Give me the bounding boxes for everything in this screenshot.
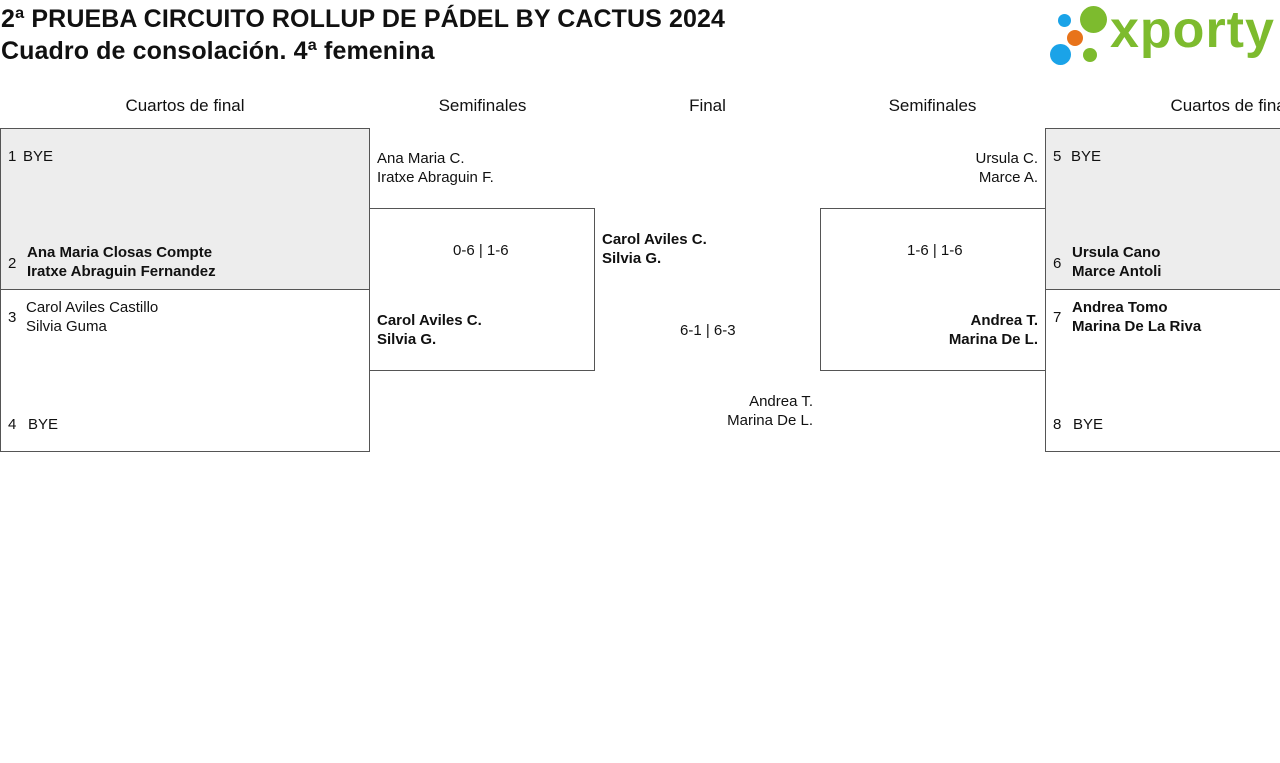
final-bottom-player-1: Andrea T. bbox=[749, 393, 813, 410]
seed-number: 3 bbox=[8, 309, 17, 326]
team-player-2: Marina De L. bbox=[948, 331, 1038, 348]
team-player-1: Carol Aviles Castillo bbox=[26, 299, 159, 316]
page-title: 2ª PRUEBA CIRCUITO ROLLUP DE PÁDEL BY CA… bbox=[1, 3, 725, 67]
match-score: 0-6 | 1-6 bbox=[453, 242, 509, 259]
seed-number: 1 bbox=[8, 148, 17, 165]
left-sf-top-player-1: Ana Maria C. bbox=[377, 150, 465, 167]
round-header-right-qf: Cuartos de final bbox=[1170, 96, 1280, 115]
team-name: BYE bbox=[23, 148, 54, 165]
team-player-2: Silvia Guma bbox=[26, 318, 107, 335]
round-header-right-sf: Semifinales bbox=[888, 96, 977, 115]
team-player-2: Iratxe Abraguin Fernandez bbox=[27, 263, 216, 280]
seed-number: 4 bbox=[8, 416, 17, 433]
round-header-left-qf: Cuartos de final bbox=[125, 96, 245, 115]
title-line-2: Cuadro de consolación. 4ª femenina bbox=[1, 37, 435, 65]
seed-number: 5 bbox=[1053, 148, 1062, 165]
logo-dot-orange-icon bbox=[1067, 30, 1083, 46]
team-player-1: Andrea T. bbox=[970, 312, 1038, 329]
seed-number: 6 bbox=[1053, 255, 1062, 272]
right-qf-match-2[interactable]: 7 Andrea Tomo Marina De La Riva 8 BYE bbox=[1045, 289, 1280, 452]
team-name: BYE bbox=[28, 416, 59, 433]
title-line-1: 2ª PRUEBA CIRCUITO ROLLUP DE PÁDEL BY CA… bbox=[1, 5, 726, 33]
seed-number: 8 bbox=[1053, 416, 1062, 433]
match-score: 1-6 | 1-6 bbox=[907, 242, 963, 259]
final-bottom-player-2: Marina De L. bbox=[727, 412, 813, 429]
team-player-2: Marce Antoli bbox=[1072, 263, 1162, 280]
xporty-logo[interactable]: xporty bbox=[1050, 1, 1274, 66]
left-sf-match[interactable]: 0-6 | 1-6 Carol Aviles C. Silvia G. bbox=[369, 208, 595, 371]
team-player-2: Silvia G. bbox=[377, 331, 437, 348]
round-header-left-sf: Semifinales bbox=[438, 96, 527, 115]
seed-number: 2 bbox=[8, 255, 17, 272]
team-player-2: Marina De La Riva bbox=[1072, 318, 1202, 335]
team-name: BYE bbox=[1073, 416, 1104, 433]
team-player-1: Andrea Tomo bbox=[1072, 299, 1168, 316]
left-sf-top-player-2: Iratxe Abraguin F. bbox=[377, 169, 494, 186]
right-sf-top-player-1: Ursula C. bbox=[975, 150, 1038, 167]
right-qf-match-1[interactable]: 5 BYE 6 Ursula Cano Marce Antoli bbox=[1045, 128, 1280, 290]
final-top-player-1: Carol Aviles C. bbox=[602, 231, 707, 248]
right-sf-match[interactable]: 1-6 | 1-6 Andrea T. Marina De L. bbox=[820, 208, 1046, 371]
logo-dot-blue2-icon bbox=[1050, 44, 1071, 65]
final-top-player-2: Silvia G. bbox=[602, 250, 662, 267]
left-qf-match-2[interactable]: 3 Carol Aviles Castillo Silvia Guma 4 BY… bbox=[0, 289, 370, 452]
team-player-1: Ana Maria Closas Compte bbox=[27, 244, 213, 261]
team-player-1: Carol Aviles C. bbox=[377, 312, 482, 329]
right-sf-top-player-2: Marce A. bbox=[978, 169, 1038, 186]
round-header-final: Final bbox=[689, 96, 726, 115]
logo-text: xporty bbox=[1110, 1, 1275, 59]
left-qf-match-1[interactable]: 1 BYE 2 Ana Maria Closas Compte Iratxe A… bbox=[0, 128, 370, 290]
logo-dot-blue-icon bbox=[1058, 14, 1071, 27]
seed-number: 7 bbox=[1053, 309, 1062, 326]
team-player-1: Ursula Cano bbox=[1072, 244, 1161, 261]
logo-dot-green2-icon bbox=[1083, 48, 1097, 62]
final-score: 6-1 | 6-3 bbox=[680, 322, 736, 339]
team-name: BYE bbox=[1071, 148, 1102, 165]
logo-dot-green-icon bbox=[1080, 6, 1107, 33]
